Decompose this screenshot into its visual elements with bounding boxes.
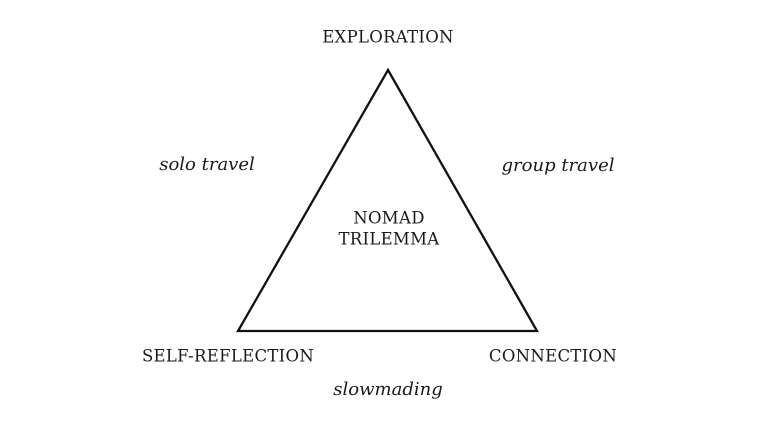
edge-label-solo-travel: solo travel <box>159 153 255 175</box>
vertex-label-exploration: EXPLORATION <box>322 27 454 47</box>
center-title: NOMAD TRILEMMA <box>338 208 439 251</box>
edge-label-group-travel: group travel <box>501 154 615 176</box>
vertex-label-connection: CONNECTION <box>488 346 618 366</box>
edge-label-slowmading: slowmading <box>333 378 443 400</box>
vertex-label-self-reflection: SELF-REFLECTION <box>141 346 315 366</box>
center-title-line2: TRILEMMA <box>338 230 440 249</box>
center-title-line1: NOMAD <box>353 208 425 228</box>
